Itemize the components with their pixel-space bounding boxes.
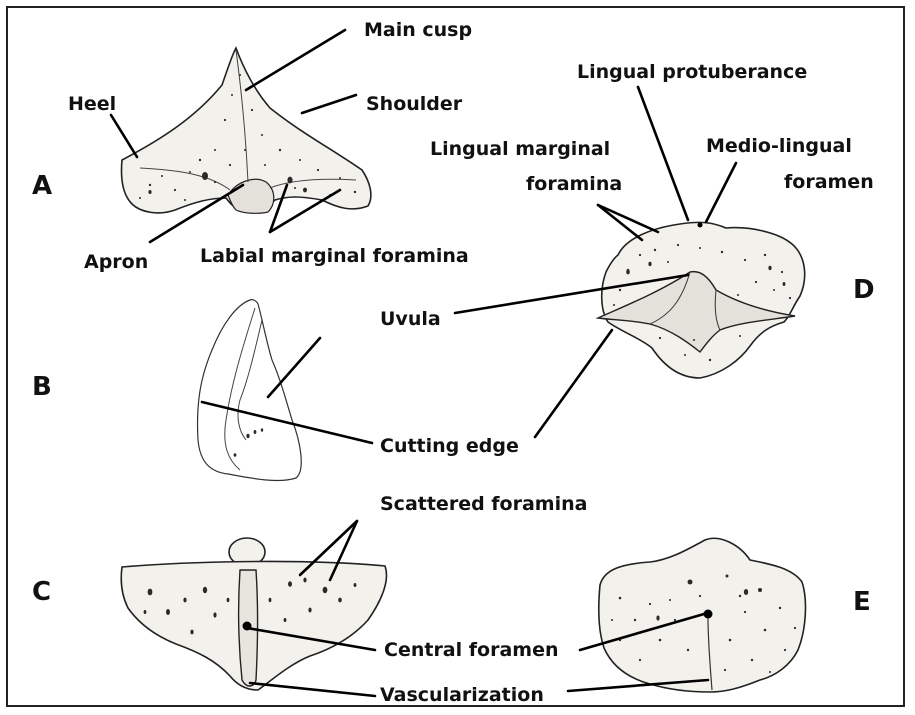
label-cutting-edge: Cutting edge — [380, 435, 519, 457]
label-labial-marginal-foramina: Labial marginal foramina — [200, 245, 469, 267]
panel-letter-e: E — [853, 587, 871, 617]
label-medio-lingual-1: Medio-lingual — [706, 135, 852, 157]
label-lingual-protuberance: Lingual protuberance — [577, 61, 807, 83]
leader-medio-lingual — [706, 163, 736, 222]
leader-lingual-protuberance — [638, 87, 688, 220]
tooth-c-basal-view — [121, 538, 386, 690]
label-lingual-marginal-2: foramina — [526, 173, 622, 195]
panel-letter-b: B — [32, 372, 52, 402]
label-main-cusp: Main cusp — [364, 19, 472, 41]
label-vascularization: Vascularization — [380, 684, 544, 706]
panel-letter-c: C — [32, 577, 51, 607]
label-uvula: Uvula — [380, 308, 441, 330]
tooth-d-lingual-view — [598, 222, 805, 378]
tooth-b-profile-view — [198, 300, 302, 481]
tooth-a-labial-view — [121, 48, 370, 213]
label-central-foramen: Central foramen — [384, 639, 558, 661]
label-scattered-foramina: Scattered foramina — [380, 493, 587, 515]
leader-cutting-edge-d — [535, 330, 612, 437]
leader-heel — [111, 115, 137, 157]
label-apron: Apron — [84, 251, 148, 273]
panel-letter-d: D — [853, 275, 875, 305]
leader-uvula-b — [268, 338, 320, 397]
leader-main-cusp — [246, 30, 345, 90]
label-shoulder: Shoulder — [366, 93, 463, 115]
label-medio-lingual-2: foramen — [784, 171, 874, 193]
tooth-d-medio-lingual-foramen — [698, 223, 703, 228]
label-lingual-marginal-1: Lingual marginal — [430, 138, 610, 160]
leader-shoulder — [302, 95, 356, 113]
panel-letter-a: A — [32, 171, 52, 201]
leader-vascularization-c — [250, 683, 375, 696]
label-heel: Heel — [68, 93, 116, 115]
